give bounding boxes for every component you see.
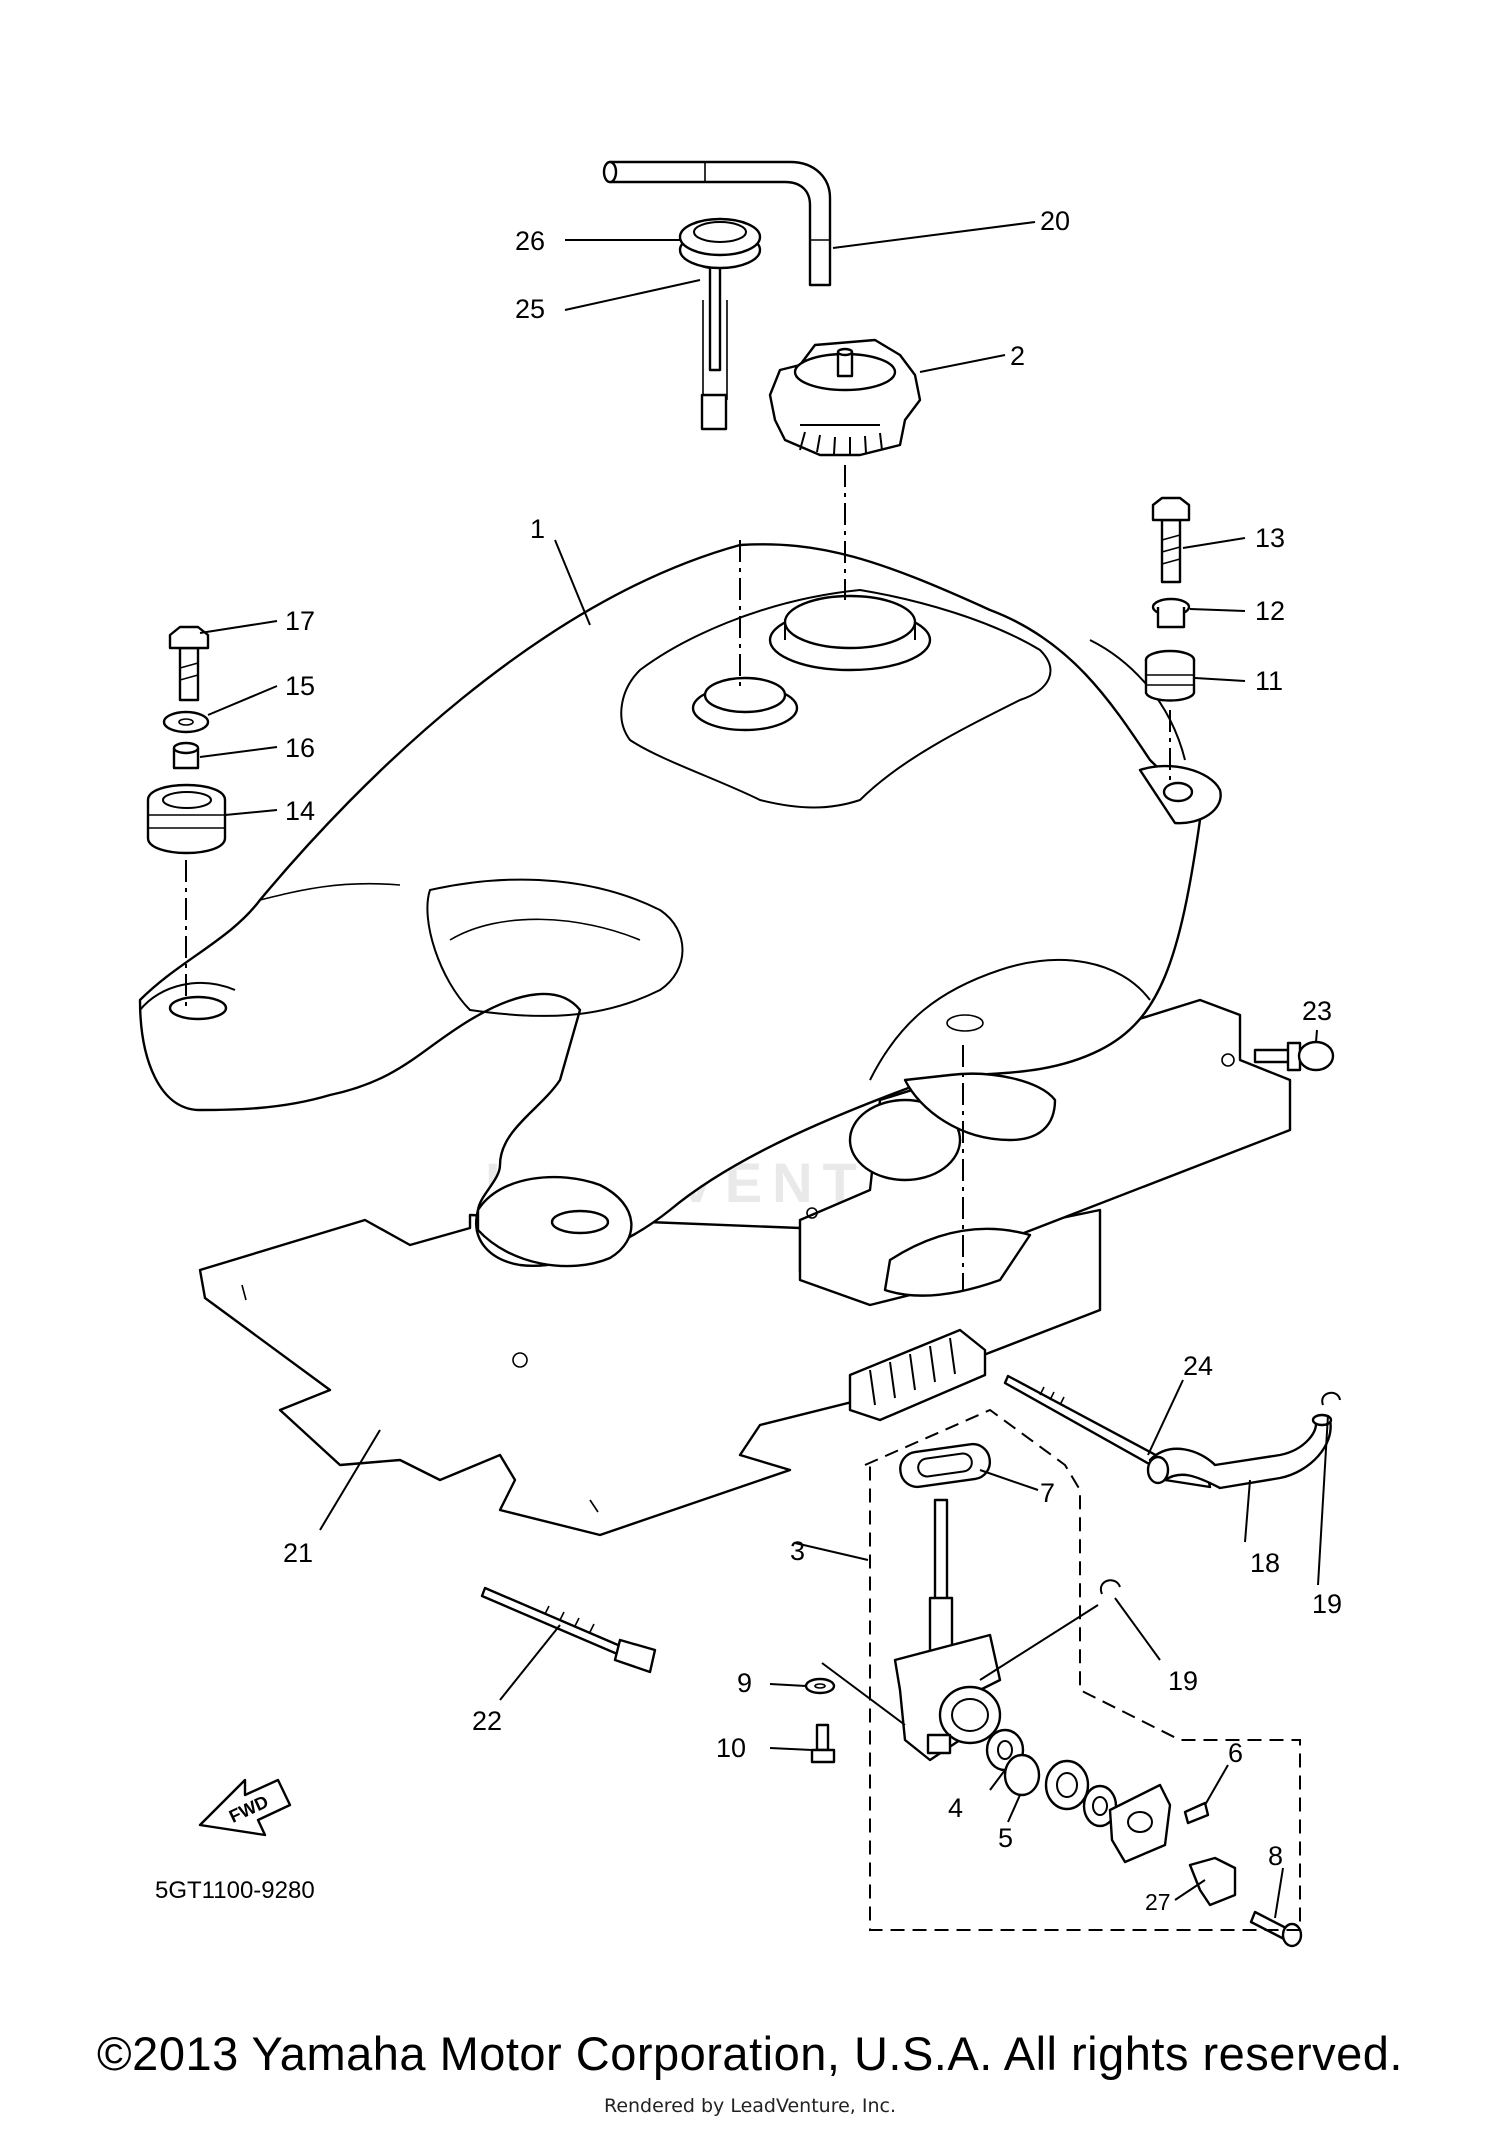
part-fuel-hose [1146, 1413, 1333, 1490]
callout-7: 7 [1040, 1478, 1055, 1508]
callout-27: 27 [1145, 1889, 1171, 1915]
callout-19-a: 19 [1168, 1666, 1198, 1696]
part-right-mount-hardware [1144, 496, 1196, 702]
part-code-label: 5GT1100-9280 [155, 1877, 315, 1904]
callout-4: 4 [948, 1793, 963, 1823]
callout-6: 6 [1228, 1738, 1243, 1768]
callout-10: 10 [716, 1733, 746, 1763]
callout-9: 9 [737, 1668, 752, 1698]
part-rivet [1253, 1040, 1335, 1072]
assembly-guide-lines [185, 465, 1171, 1726]
callout-22: 22 [472, 1706, 502, 1736]
callout-14: 14 [285, 796, 315, 826]
copyright-notice: ©2013 Yamaha Motor Corporation, U.S.A. A… [97, 2027, 1403, 2080]
callout-26: 26 [515, 226, 545, 256]
part-tank-bracket [798, 998, 1292, 1307]
callout-8: 8 [1268, 1841, 1283, 1871]
part-fuel-tank [138, 543, 1222, 1268]
part-shield-grommet [848, 1328, 987, 1422]
callout-labels: 1 2 3 4 5 6 7 8 9 10 11 12 13 14 15 16 1… [283, 206, 1342, 1915]
callout-25: 25 [515, 294, 545, 324]
callout-5: 5 [998, 1823, 1013, 1853]
callout-15: 15 [285, 671, 315, 701]
assembly-box [864, 1408, 1301, 1931]
part-lever-components [985, 1728, 1210, 1864]
callout-1: 1 [530, 514, 545, 544]
part-fuel-cock [893, 1498, 1002, 1762]
part-hose-clips [1099, 1391, 1341, 1595]
fwd-arrow-badge: FWD [198, 1778, 292, 1837]
leader-lines [199, 221, 1329, 1919]
part-fuel-cap [768, 338, 922, 457]
part-lever-knob [1188, 1856, 1303, 1948]
callout-19-b: 19 [1312, 1589, 1342, 1619]
callout-12: 12 [1255, 596, 1285, 626]
part-gauge-grommet [678, 217, 762, 270]
callout-21: 21 [283, 1538, 313, 1568]
part-cable-tie-22 [480, 1586, 657, 1674]
part-gasket [899, 1442, 992, 1489]
callout-17: 17 [285, 606, 315, 636]
callout-3: 3 [790, 1536, 805, 1566]
part-breather-hose [602, 160, 832, 287]
callout-2: 2 [1010, 341, 1025, 371]
callout-18: 18 [1250, 1548, 1280, 1578]
part-left-mount-hardware [146, 625, 227, 855]
callout-23: 23 [1302, 996, 1332, 1026]
rendered-by-credit: Rendered by LeadVenture, Inc. [603, 2095, 897, 2117]
callout-16: 16 [285, 733, 315, 763]
callout-24: 24 [1183, 1351, 1213, 1381]
callout-20: 20 [1040, 206, 1070, 236]
callout-11: 11 [1255, 666, 1283, 696]
callout-13: 13 [1255, 523, 1285, 553]
